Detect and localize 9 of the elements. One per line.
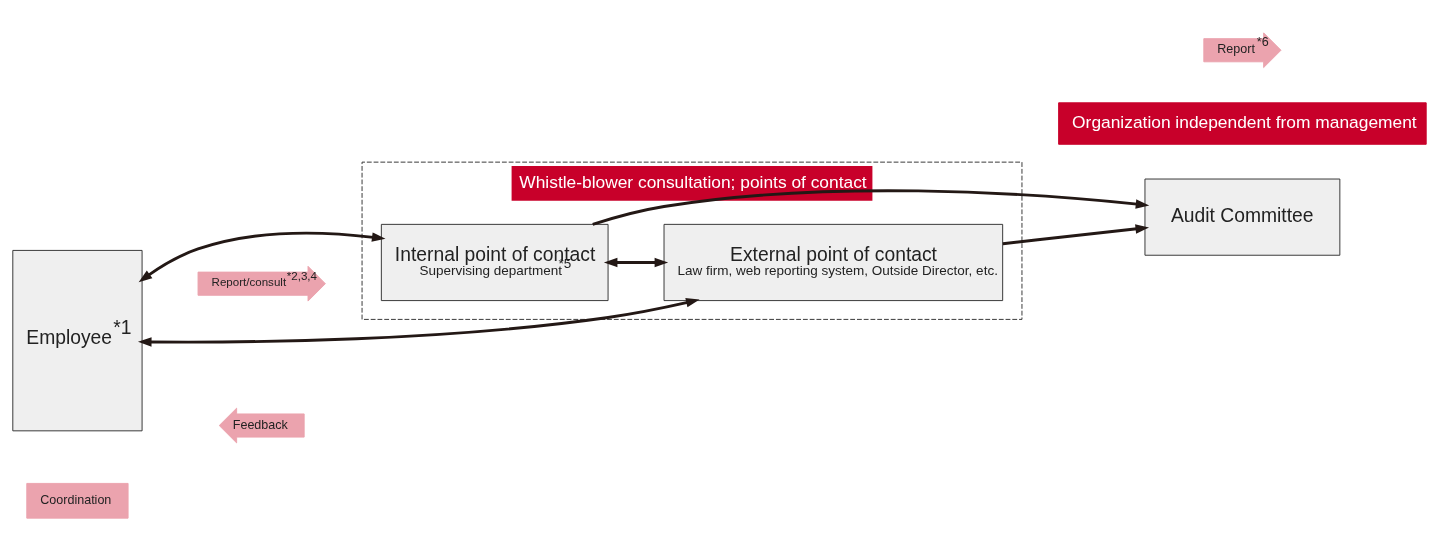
node-box: Organization independent from management [1058, 102, 1427, 145]
node-box: Coordination [26, 482, 129, 519]
node-box: Audit Committee [1144, 178, 1341, 256]
arrow [138, 231, 386, 283]
arrow [603, 257, 669, 268]
arrow [1002, 224, 1150, 246]
arrow [138, 298, 700, 347]
node-box: External point of contact Law firm, web reporting system, Outside Director, etc. [663, 223, 1004, 302]
arrow [592, 189, 1150, 226]
